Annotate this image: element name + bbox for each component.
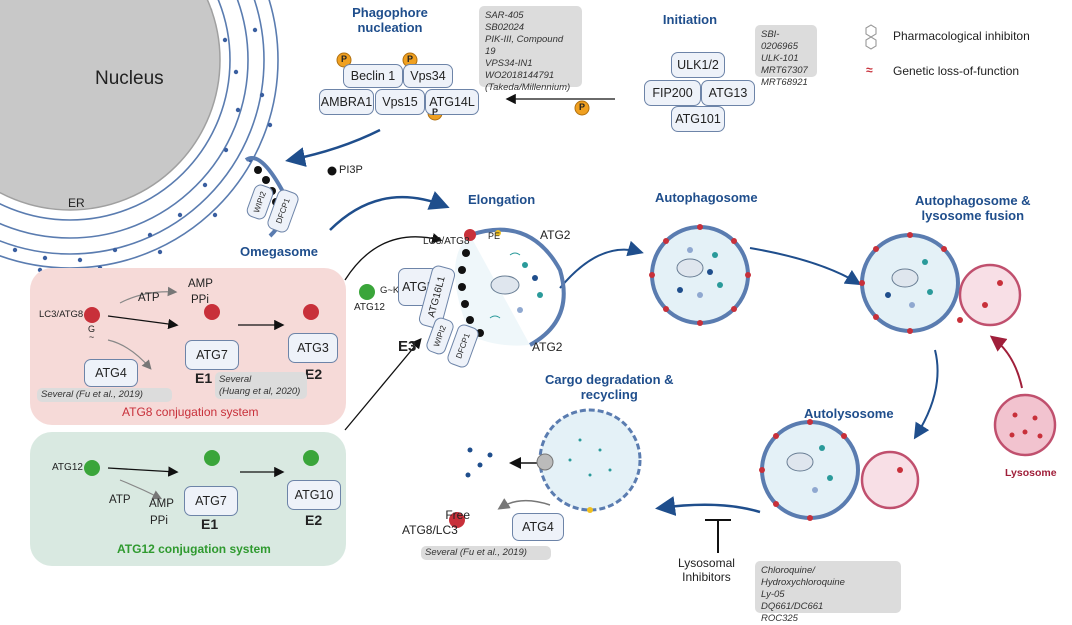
ambra1-box: AMBRA1 — [319, 89, 374, 115]
initiation-inhibitors: SBI-0206965 ULK-101 MRT67307 MRT68921 — [755, 25, 817, 88]
beclin1-box: Beclin 1 — [343, 64, 403, 88]
lysosome-label: Lysosome — [1005, 467, 1057, 479]
fip200-box: FIP200 — [644, 80, 701, 106]
er-label: ER — [68, 196, 85, 210]
nucleation-inhibitors: SAR-405 SB02024 PIK-III, Compound 19 VPS… — [479, 6, 582, 93]
lysosome-to-fusion-arrow — [989, 335, 1023, 389]
legend-pharmacological: Pharmacological inhibiton — [893, 29, 1030, 43]
pi3p-label: PI3P — [339, 164, 363, 176]
nucleation-to-omegasome-arrow — [285, 128, 381, 167]
omegasome-title: Omegasome — [240, 244, 319, 259]
autophagosome-title: Autophagosome — [655, 190, 758, 205]
lc3-atg8-label: LC3/ATG8 — [423, 236, 470, 247]
protein-dots — [84, 284, 465, 528]
atg12-atg7-box: ATG7 — [184, 486, 238, 516]
phospho-sites — [336, 52, 590, 121]
atg8-g: G — [88, 324, 96, 334]
er-ribosomes — [12, 7, 273, 273]
degradation-vesicle — [465, 408, 642, 513]
pharmacological-hexagons — [865, 24, 877, 50]
phospho-p-4: P — [579, 102, 586, 112]
atg12-atg10-box: ATG10 — [287, 480, 341, 510]
atg12-atp: ATP — [109, 494, 131, 506]
atg8-atp: ATP — [138, 292, 160, 304]
atg14l-box: ATG14L — [425, 89, 479, 115]
atg8-tilde: ~ — [89, 332, 95, 342]
dna-icon: ≈ — [866, 63, 873, 77]
fusion-to-autolysosome-arrow — [913, 349, 939, 440]
atg2-label-top: ATG2 — [540, 228, 571, 242]
phospho-p-3: P — [432, 107, 439, 117]
atg13-box: ATG13 — [701, 80, 755, 106]
free-atg8-label: Free — [445, 508, 470, 522]
fusion-vesicles — [859, 232, 1022, 334]
atg8-atg3-box: ATG3 — [288, 333, 338, 363]
atg7-inhibitors: Several (Huang et al, 2020) — [215, 372, 307, 399]
pe-label: PE — [488, 231, 501, 241]
autolysosome — [759, 419, 920, 521]
autophagosome-to-fusion-arrow — [749, 247, 862, 286]
free-atg4-inhibitors: Several (Fu et al., 2019) — [421, 546, 551, 560]
free-atg8-arrow — [497, 498, 551, 510]
atg12-to-e3-arrow — [344, 338, 422, 431]
atg8-e2: E2 — [305, 366, 323, 382]
atg4-inhibitors: Several (Fu et al., 2019) — [37, 388, 172, 402]
e3-label: E3 — [398, 338, 417, 355]
atg12-amp: AMP — [149, 498, 174, 510]
vps34-box: Vps34 — [403, 64, 453, 88]
free-atg8-lc3-label: ATG8/LC3 — [402, 523, 458, 537]
pi3p-dot — [327, 166, 337, 176]
omegasome-to-elongation-arrow — [329, 191, 450, 231]
nucleus — [0, 0, 221, 211]
atg12-e2: E2 — [305, 512, 323, 528]
atg8-atg4-box: ATG4 — [84, 359, 138, 387]
phospho-p-1: P — [341, 54, 348, 64]
atg8-atg7-box: ATG7 — [185, 340, 239, 370]
autolysosome-title: Autolysosome — [804, 406, 894, 421]
atg12-e1: E1 — [201, 516, 219, 532]
lysosomal-inhibitors-list: Chloroquine/ Hydroxychloroquine Ly-05 DQ… — [755, 561, 901, 624]
atg8-lc3-label: LC3/ATG8 — [39, 309, 84, 320]
atg8-ppi: PPi — [191, 294, 209, 306]
g-k-label: G~K — [380, 285, 400, 296]
atg12-label-e3: ATG12 — [354, 302, 385, 313]
atg12-label: ATG12 — [52, 462, 83, 473]
lysosomal-inhibitors-label: Lysosomal Inhibitors — [678, 556, 735, 584]
initiation-title: Initiation — [662, 12, 718, 27]
free-atg4-box: ATG4 — [512, 513, 564, 541]
legend-genetic: Genetic loss-of-function — [893, 64, 1020, 78]
fusion-title: Autophagosome & lysosome fusion — [915, 193, 1031, 223]
atg2-label-bottom: ATG2 — [532, 340, 563, 354]
phagophore-cargo — [489, 252, 543, 319]
ulk12-box: ULK1/2 — [671, 52, 725, 78]
atg8-panel-title: ATG8 conjugation system — [122, 405, 259, 419]
autolysosome-to-cargo-arrow — [655, 496, 761, 516]
vps15-box: Vps15 — [375, 89, 425, 115]
cargo-title: Cargo degradation & recycling — [545, 372, 674, 402]
atg12-panel-title: ATG12 conjugation system — [117, 542, 271, 556]
elongation-title: Elongation — [468, 192, 536, 207]
autophagosome — [649, 224, 751, 326]
atg12-ppi: PPi — [150, 515, 168, 527]
atg8-to-e3-arrow — [344, 233, 443, 281]
atg101-box: ATG101 — [671, 106, 725, 132]
nucleus-label: Nucleus — [95, 68, 164, 89]
phospho-p-2: P — [407, 54, 414, 64]
lysosome — [993, 393, 1057, 457]
lysosomal-inhibitor-tbar — [705, 519, 731, 553]
phagophore-nucleation-title: Phagophore nucleation — [352, 5, 428, 35]
elongation-to-autophagosome-arrow — [559, 240, 644, 289]
atg8-amp: AMP — [188, 278, 213, 290]
atg8-e1: E1 — [195, 370, 213, 386]
phagophore-membrane — [469, 227, 566, 347]
